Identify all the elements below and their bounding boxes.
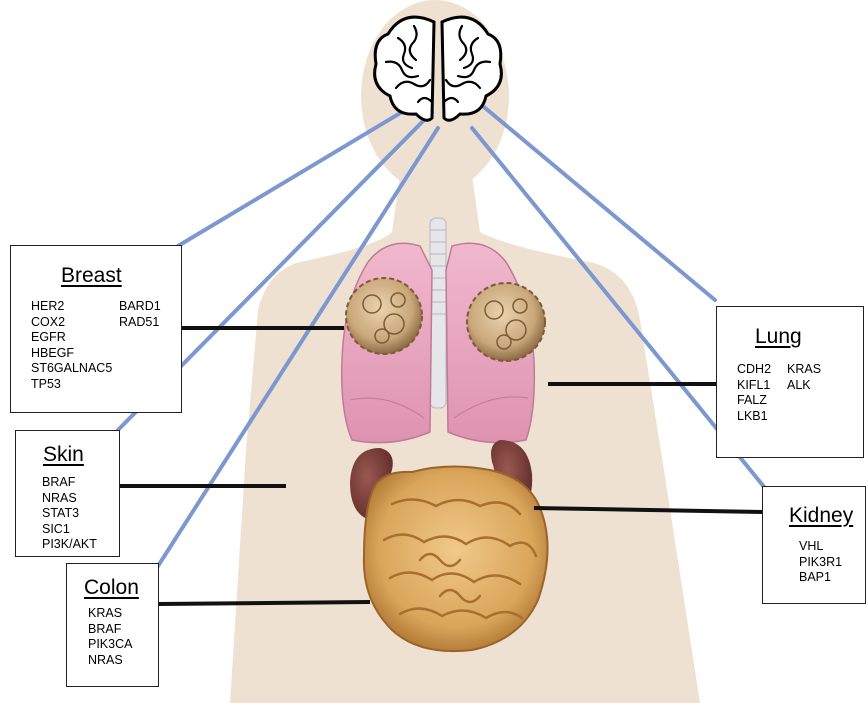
gene-label: FALZ — [737, 393, 771, 409]
gene-label: KIFL1 — [737, 378, 771, 394]
kidney-gene-box: Kidney VHL PIK3R1 BAP1 — [762, 486, 866, 604]
intestine — [364, 466, 548, 651]
gene-label: ALK — [787, 378, 821, 394]
gene-label: HER2 — [31, 299, 112, 315]
lung-tumor-left — [346, 278, 422, 354]
skin-gene-box: Skin BRAF NRAS STAT3 SIC1 PI3K/AKT — [15, 430, 120, 557]
gene-label: TP53 — [31, 377, 112, 393]
kidney-title: Kidney — [789, 504, 853, 528]
lung-gene-box: Lung CDH2 KIFL1 FALZ LKB1 KRAS ALK — [716, 306, 864, 458]
lung-title: Lung — [755, 325, 802, 349]
skin-title: Skin — [43, 443, 84, 467]
skin-genes: BRAF NRAS STAT3 SIC1 PI3K/AKT — [42, 475, 97, 553]
gene-label: VHL — [799, 539, 842, 555]
gene-label: LKB1 — [737, 409, 771, 425]
lung-genes-right: KRAS ALK — [787, 362, 821, 393]
leader-colon — [158, 602, 370, 604]
colon-gene-box: Colon KRAS BRAF PIK3CA NRAS — [66, 563, 159, 687]
gene-label: COX2 — [31, 315, 112, 331]
gene-label: CDH2 — [737, 362, 771, 378]
gene-label: NRAS — [88, 653, 132, 669]
gene-label: BARD1 — [119, 299, 161, 315]
gene-label: KRAS — [787, 362, 821, 378]
gene-label: EGFR — [31, 330, 112, 346]
breast-gene-box: Breast HER2 COX2 EGFR HBEGF ST6GALNAC5 T… — [10, 245, 182, 413]
lung-genes-left: CDH2 KIFL1 FALZ LKB1 — [737, 362, 771, 424]
gene-label: PIK3CA — [88, 637, 132, 653]
kidney-genes: VHL PIK3R1 BAP1 — [799, 539, 842, 586]
colon-genes: KRAS BRAF PIK3CA NRAS — [88, 606, 132, 668]
gene-label: RAD51 — [119, 315, 161, 331]
colon-title: Colon — [84, 576, 139, 600]
gene-label: HBEGF — [31, 346, 112, 362]
gene-label: KRAS — [88, 606, 132, 622]
gene-label: ST6GALNAC5 — [31, 361, 112, 377]
breast-genes-left: HER2 COX2 EGFR HBEGF ST6GALNAC5 TP53 — [31, 299, 112, 392]
gene-label: SIC1 — [42, 522, 97, 538]
gene-label: BRAF — [42, 475, 97, 491]
breast-title: Breast — [61, 264, 122, 288]
breast-genes-right: BARD1 RAD51 — [119, 299, 161, 330]
gene-label: BRAF — [88, 622, 132, 638]
gene-label: PI3K/AKT — [42, 537, 97, 553]
gene-label: PIK3R1 — [799, 555, 842, 571]
trachea — [430, 218, 446, 408]
gene-label: STAT3 — [42, 506, 97, 522]
gene-label: NRAS — [42, 491, 97, 507]
lung-tumor-right — [467, 283, 545, 361]
gene-label: BAP1 — [799, 570, 842, 586]
